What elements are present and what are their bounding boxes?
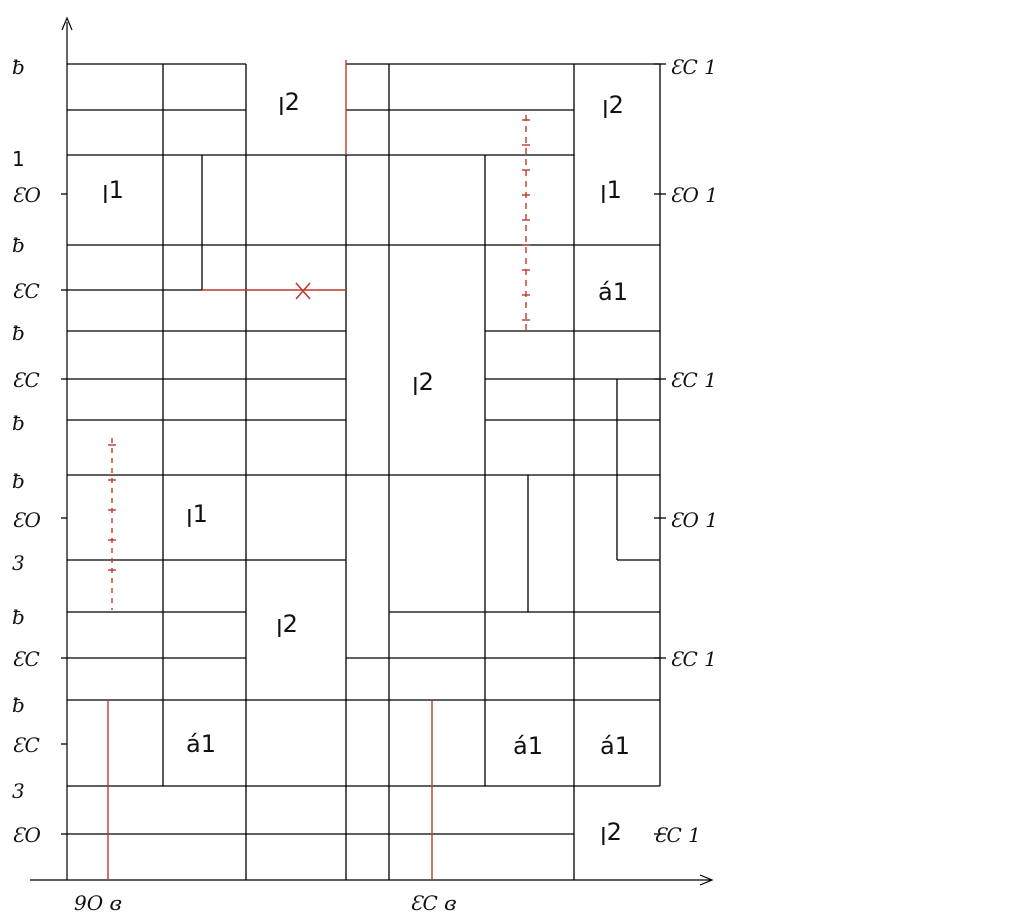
left-label: ƀ [12, 605, 25, 629]
cell-label: ꞁ2 [278, 88, 300, 116]
left-label: ƐC [12, 279, 40, 303]
cell-labels: ꞁ2 ꞁ2 ꞁ1 ꞁ1 á1 ꞁ2 ꞁ1 ꞁ2 á1 á1 á1 ꞁ2 [102, 88, 630, 846]
left-label: ƐC [12, 647, 40, 671]
cell-label: ꞁ1 [102, 176, 124, 204]
left-label: 3 [12, 551, 25, 575]
x-axis-arrow-icon [699, 874, 714, 886]
right-label: ƐC 1 [670, 368, 717, 392]
axes [30, 16, 714, 886]
cell-label: ꞁ1 [186, 500, 208, 528]
right-label: ƐC 1 [670, 647, 717, 671]
dashed-red-trace-ticks [108, 444, 116, 571]
left-labels: ƀ 1 ƐO ƀ ƐC ƀ ƐC ƀ ƀ ƐO 3 ƀ ƐC ƀ ƐC 3 ƐO [12, 55, 41, 847]
left-label: ƀ [12, 411, 25, 435]
bottom-label: 9O ɞ [74, 891, 122, 915]
right-labels: ƐC 1 ƐO 1 ƐC 1 ƐO 1 ƐC 1 ƐC 1 [654, 55, 718, 847]
left-label: ƐO [12, 183, 41, 207]
cell-label: á1 [598, 278, 628, 306]
left-label: 1 [12, 147, 25, 171]
left-label: 3 [12, 779, 25, 803]
cross-marker-icon [295, 282, 311, 300]
right-label: ƐO 1 [670, 508, 718, 532]
cell-label: ꞁ2 [276, 610, 298, 638]
left-label: ƀ [12, 469, 25, 493]
left-label: ƐC [12, 733, 40, 757]
left-label: ƀ [12, 233, 25, 257]
cell-label: ꞁ2 [602, 91, 624, 119]
cell-label: á1 [186, 730, 216, 758]
bottom-labels: 9O ɞ ƐC ɞ [74, 891, 457, 915]
cell-label: ꞁ1 [600, 176, 622, 204]
left-label: ƀ [12, 693, 25, 717]
right-label: ƐC 1 [670, 55, 717, 79]
left-label: ƐC [12, 368, 40, 392]
dashed-red-trace-ticks [522, 119, 530, 321]
right-label: ƐO 1 [670, 183, 718, 207]
left-label: ƐO [12, 823, 41, 847]
left-label: ƀ [12, 55, 25, 79]
left-label: ƀ [12, 321, 25, 345]
bottom-label: ƐC ɞ [410, 891, 457, 915]
red-traces [107, 60, 530, 880]
y-axis-arrow-icon [61, 16, 73, 31]
right-label: ƐC 1 [654, 823, 701, 847]
cell-label: á1 [600, 732, 630, 760]
left-label: ƐO [12, 508, 41, 532]
cell-label: ꞁ2 [412, 368, 434, 396]
cell-label: á1 [513, 732, 543, 760]
partition-lines [61, 63, 666, 880]
cell-label: ꞁ2 [600, 818, 622, 846]
